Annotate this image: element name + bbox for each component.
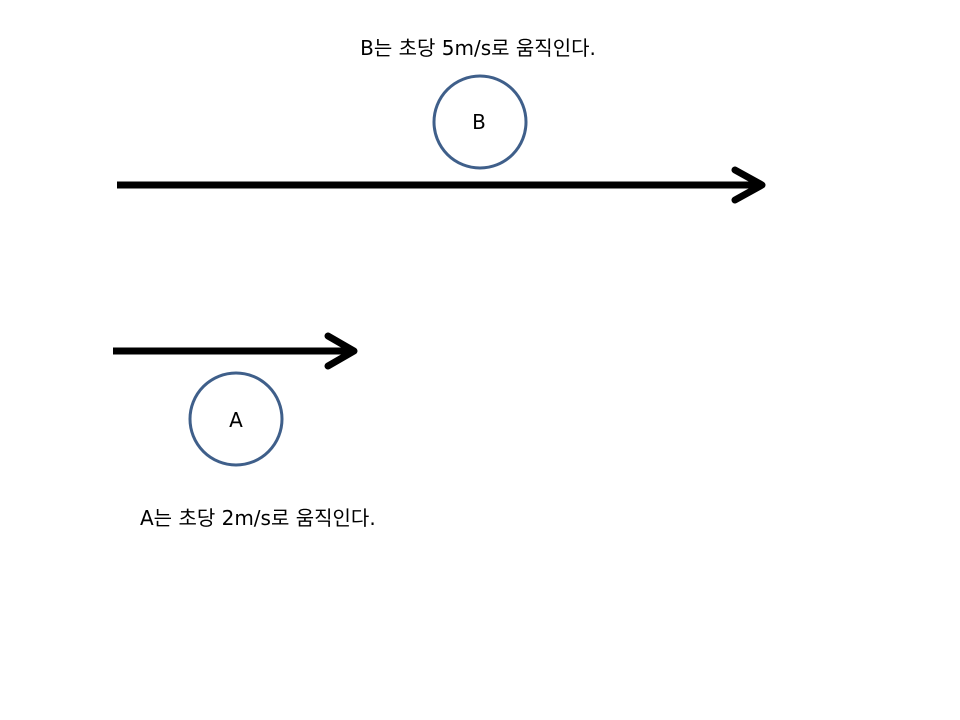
object-a-caption: A는 초당 2m/s로 움직인다. [140,506,376,530]
object-b-circle [432,74,528,170]
object-b-label: B [472,110,486,134]
object-a-label: A [229,408,243,432]
object-b-caption: B는 초당 5m/s로 움직인다. [360,36,596,60]
object-a-arrow-head [324,332,358,370]
object-b: B [432,74,528,170]
object-b-arrow-head [731,166,766,204]
object-b-velocity-arrow [117,166,766,204]
object-a-velocity-arrow [113,332,358,370]
object-a-circle [188,371,284,467]
object-a: A [188,371,284,467]
